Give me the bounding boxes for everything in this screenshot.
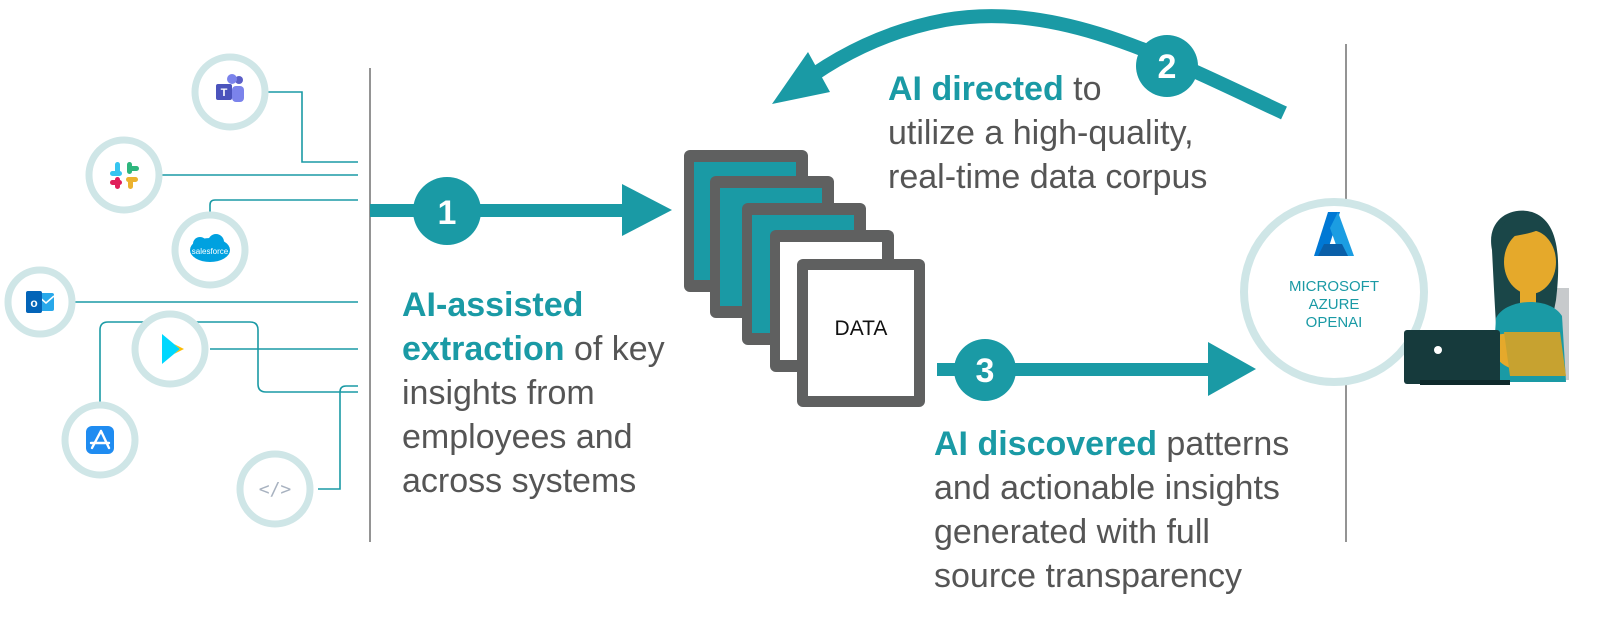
svg-text:salesforce: salesforce [192,247,229,256]
step-3-rest-line1: patterns [1156,425,1290,463]
step-1-description: AI-assisted extraction of key insights f… [402,283,665,503]
step-1-badge: 1 [413,177,481,245]
step-2-badge: 2 [1136,35,1198,97]
step-3-line3: generated with full [934,513,1210,551]
data-label: DATA [835,317,888,340]
step-2-rest-line1: to [1063,70,1102,108]
step-3-line4: source transparency [934,557,1243,595]
azure-label-line3: OPENAI [1305,314,1363,331]
slack-icon [85,136,163,214]
azure-openai-badge [1240,198,1428,386]
azure-label-line1: MICROSOFT [1289,278,1379,295]
step-1-line4: employees and [402,418,633,456]
step-1-bold-line1: AI-assisted [402,286,584,324]
svg-text:T: T [221,87,228,99]
step-2-line2: utilize a high-quality, [888,114,1194,152]
salesforce-icon: salesforce [171,211,249,289]
azure-label-line2: AZURE [1308,296,1360,313]
svg-text:1: 1 [438,194,457,232]
code-icon: </> [236,450,314,528]
step-1-rest-line2: of key [564,330,665,368]
step-1-line3: insights from [402,374,595,412]
app-store-icon [61,401,139,479]
person-laptop-icon [1404,210,1569,385]
step-2-line3: real-time data corpus [888,158,1208,196]
google-play-icon [131,310,209,388]
step-2-description: AI directed to utilize a high-quality, r… [888,67,1207,199]
azure-openai-label: MICROSOFT AZURE OPENAI [1282,278,1386,332]
step-1-bold-line2: extraction [402,330,565,368]
outlook-icon: o [4,266,76,338]
teams-icon: T [191,53,269,131]
svg-text:</>: </> [259,479,292,500]
step-2-bold: AI directed [888,70,1064,108]
svg-text:2: 2 [1158,48,1177,86]
step-3-badge: 3 [954,339,1016,401]
step-3-description: AI discovered patterns and actionable in… [934,422,1289,598]
svg-text:o: o [30,296,37,310]
source-connectors [64,91,358,490]
step-1-line5: across systems [402,462,637,500]
step-3-line2: and actionable insights [934,469,1280,507]
azure-logo-icon [1314,212,1354,256]
step-3-bold: AI discovered [934,425,1157,463]
svg-text:3: 3 [976,352,995,390]
data-stack: DATA [684,150,925,407]
